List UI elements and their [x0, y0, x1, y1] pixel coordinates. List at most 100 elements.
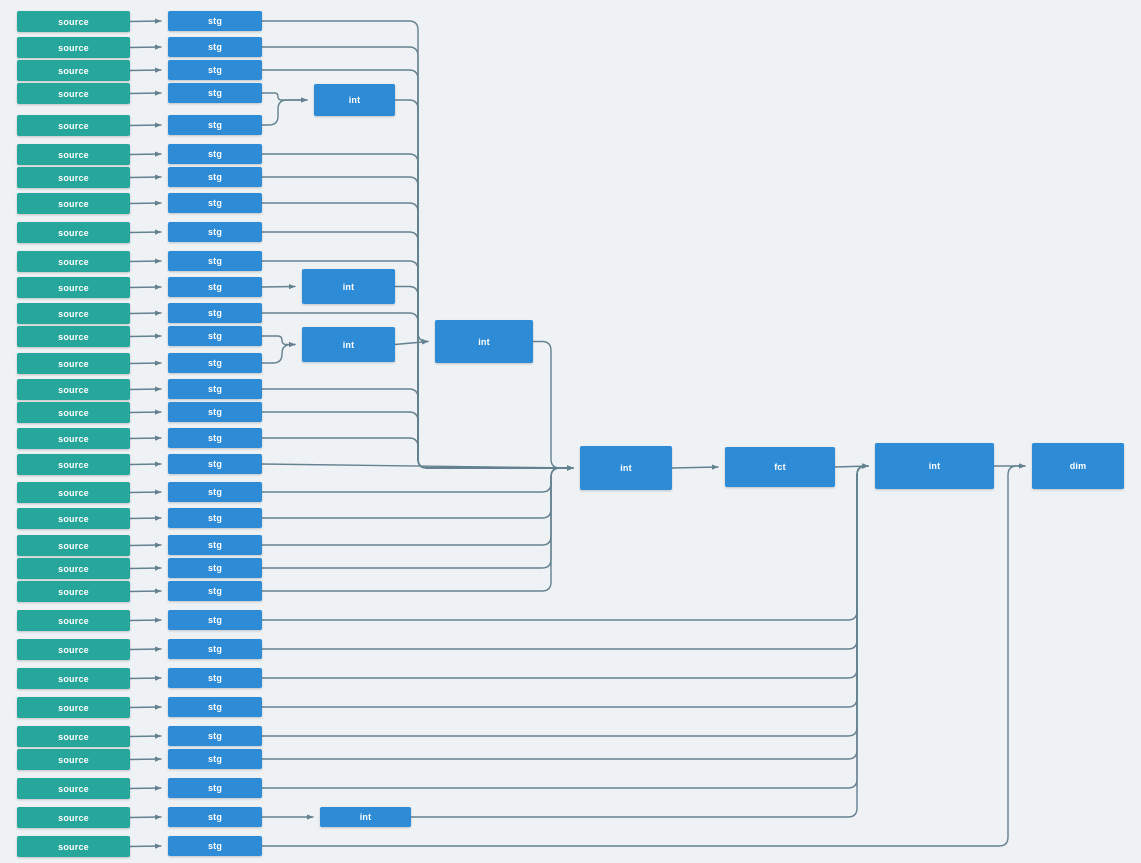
- node-int-int3[interactable]: int: [302, 327, 395, 362]
- node-stg-stg30[interactable]: stg: [168, 778, 262, 798]
- node-source-src28[interactable]: source: [17, 726, 130, 747]
- node-stg-stg29[interactable]: stg: [168, 749, 262, 769]
- edge: [129, 617, 162, 623]
- node-source-src18[interactable]: source: [17, 454, 130, 475]
- node-stg-stg8[interactable]: stg: [168, 193, 262, 213]
- node-label: source: [58, 513, 89, 524]
- node-source-src17[interactable]: source: [17, 428, 130, 449]
- node-stg-stg22[interactable]: stg: [168, 558, 262, 578]
- node-source-src20[interactable]: source: [17, 508, 130, 529]
- node-stg-stg19[interactable]: stg: [168, 482, 262, 502]
- node-source-src16[interactable]: source: [17, 402, 130, 423]
- node-stg-stg4[interactable]: stg: [168, 83, 262, 103]
- node-source-src1[interactable]: source: [17, 11, 130, 32]
- node-label: source: [58, 198, 89, 209]
- node-stg-stg5[interactable]: stg: [168, 115, 262, 135]
- node-source-src30[interactable]: source: [17, 778, 130, 799]
- node-label: source: [58, 731, 89, 742]
- edge: [129, 565, 162, 571]
- node-label: int: [478, 336, 490, 347]
- node-source-src11[interactable]: source: [17, 277, 130, 298]
- node-int-int5[interactable]: int: [580, 446, 672, 490]
- node-source-src25[interactable]: source: [17, 639, 130, 660]
- node-label: source: [58, 331, 89, 342]
- node-stg-stg25[interactable]: stg: [168, 639, 262, 659]
- node-stg-stg15[interactable]: stg: [168, 379, 262, 399]
- node-int-int7[interactable]: int: [320, 807, 411, 827]
- node-label: stg: [207, 308, 223, 318]
- node-source-src5[interactable]: source: [17, 115, 130, 136]
- node-stg-stg11[interactable]: stg: [168, 277, 262, 297]
- node-label: stg: [207, 731, 223, 741]
- node-label: source: [58, 702, 89, 713]
- node-source-src12[interactable]: source: [17, 303, 130, 324]
- edge: [394, 285, 574, 471]
- node-source-src2[interactable]: source: [17, 37, 130, 58]
- edge: [129, 675, 162, 681]
- node-label: source: [58, 256, 89, 267]
- node-int-int1[interactable]: int: [314, 84, 395, 116]
- node-source-src10[interactable]: source: [17, 251, 130, 272]
- node-stg-stg17[interactable]: stg: [168, 428, 262, 448]
- node-int-int6[interactable]: int: [875, 443, 994, 489]
- node-fct-fct1[interactable]: fct: [725, 447, 835, 487]
- node-source-src24[interactable]: source: [17, 610, 130, 631]
- node-label: source: [58, 358, 89, 369]
- node-stg-stg2[interactable]: stg: [168, 37, 262, 57]
- node-stg-stg1[interactable]: stg: [168, 11, 262, 31]
- node-int-int2[interactable]: int: [302, 269, 395, 304]
- node-label: stg: [207, 487, 223, 497]
- edge: [129, 90, 162, 96]
- node-stg-stg12[interactable]: stg: [168, 303, 262, 323]
- node-stg-stg3[interactable]: stg: [168, 60, 262, 80]
- node-source-src32[interactable]: source: [17, 836, 130, 857]
- node-stg-stg16[interactable]: stg: [168, 402, 262, 422]
- node-stg-stg20[interactable]: stg: [168, 508, 262, 528]
- node-stg-stg6[interactable]: stg: [168, 144, 262, 164]
- node-stg-stg31[interactable]: stg: [168, 807, 262, 827]
- node-source-src15[interactable]: source: [17, 379, 130, 400]
- edge: [261, 463, 869, 621]
- node-label: source: [58, 673, 89, 684]
- node-source-src4[interactable]: source: [17, 83, 130, 104]
- node-stg-stg10[interactable]: stg: [168, 251, 262, 271]
- node-stg-stg9[interactable]: stg: [168, 222, 262, 242]
- node-source-src19[interactable]: source: [17, 482, 130, 503]
- node-int-int4[interactable]: int: [435, 320, 533, 363]
- edge: [129, 515, 162, 521]
- node-stg-stg18[interactable]: stg: [168, 454, 262, 474]
- edge: [129, 542, 162, 548]
- node-source-src23[interactable]: source: [17, 581, 130, 602]
- node-source-src26[interactable]: source: [17, 668, 130, 689]
- node-source-src29[interactable]: source: [17, 749, 130, 770]
- node-stg-stg32[interactable]: stg: [168, 836, 262, 856]
- node-source-src3[interactable]: source: [17, 60, 130, 81]
- node-label: stg: [207, 783, 223, 793]
- node-source-src27[interactable]: source: [17, 697, 130, 718]
- edge: [410, 463, 869, 818]
- node-label: source: [58, 487, 89, 498]
- node-source-src21[interactable]: source: [17, 535, 130, 556]
- node-source-src6[interactable]: source: [17, 144, 130, 165]
- node-source-src7[interactable]: source: [17, 167, 130, 188]
- node-label: stg: [207, 754, 223, 764]
- node-source-src14[interactable]: source: [17, 353, 130, 374]
- node-stg-stg13[interactable]: stg: [168, 326, 262, 346]
- node-source-src8[interactable]: source: [17, 193, 130, 214]
- node-source-src9[interactable]: source: [17, 222, 130, 243]
- node-label: source: [58, 841, 89, 852]
- node-stg-stg26[interactable]: stg: [168, 668, 262, 688]
- node-stg-stg7[interactable]: stg: [168, 167, 262, 187]
- node-source-src13[interactable]: source: [17, 326, 130, 347]
- node-stg-stg14[interactable]: stg: [168, 353, 262, 373]
- edge: [394, 339, 429, 346]
- node-label: source: [58, 644, 89, 655]
- node-stg-stg23[interactable]: stg: [168, 581, 262, 601]
- node-dim-dim1[interactable]: dim: [1032, 443, 1124, 489]
- node-source-src31[interactable]: source: [17, 807, 130, 828]
- node-stg-stg28[interactable]: stg: [168, 726, 262, 746]
- node-source-src22[interactable]: source: [17, 558, 130, 579]
- node-stg-stg24[interactable]: stg: [168, 610, 262, 630]
- node-stg-stg27[interactable]: stg: [168, 697, 262, 717]
- node-stg-stg21[interactable]: stg: [168, 535, 262, 555]
